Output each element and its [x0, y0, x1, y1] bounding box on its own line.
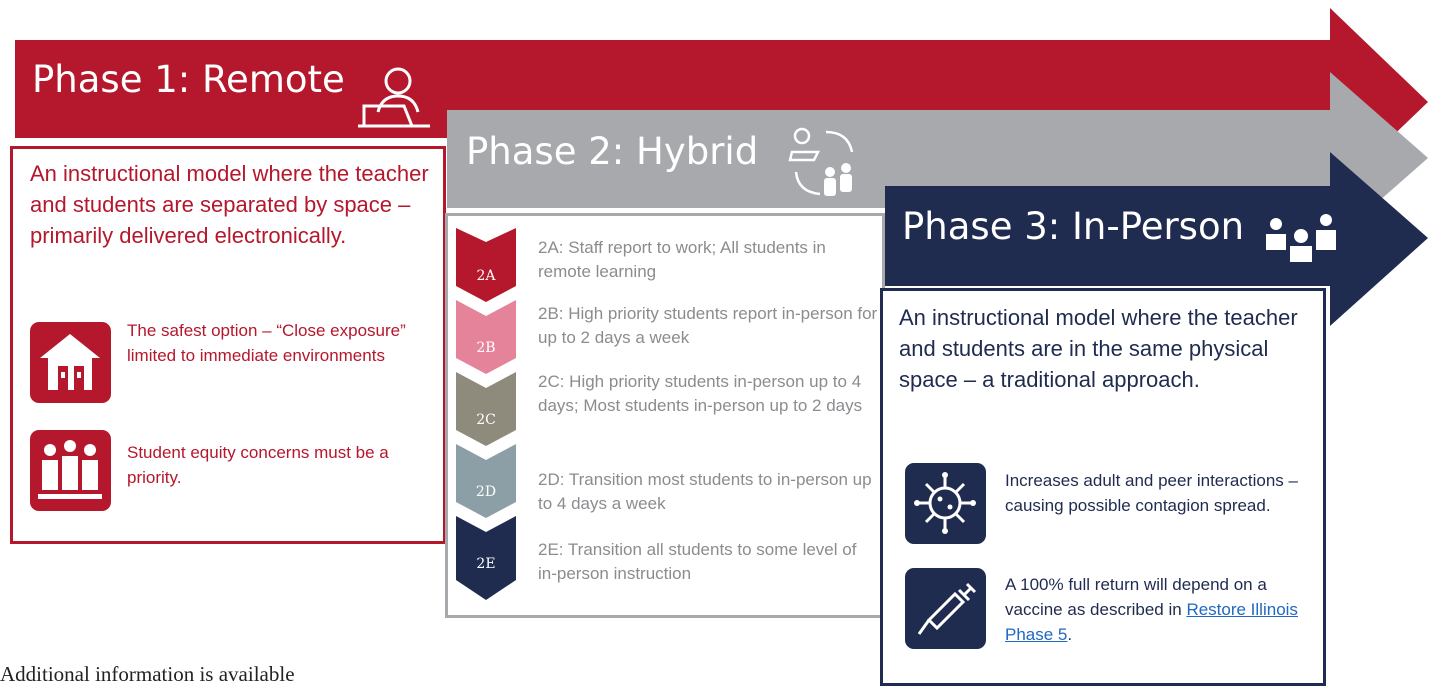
phase2-step-2c-text: 2C: High priority students in-person up …: [538, 372, 863, 415]
virus-icon: [905, 463, 986, 544]
phase2-step-2a-text: 2A: Staff report to work; All students i…: [538, 238, 826, 281]
phase1-box: [10, 146, 446, 544]
phase2-step-2b-text: 2B: High priority students report in-per…: [538, 304, 878, 347]
chevron-2d-label: 2D: [475, 484, 497, 500]
phase2-box: [445, 213, 885, 618]
phase1-item-2-text: Student equity concerns must be a priori…: [127, 443, 389, 487]
phase2-step-2e-text: 2E: Transition all students to some leve…: [538, 540, 857, 583]
phase3-description: An instructional model where the teacher…: [899, 305, 1298, 392]
phase2-title: Phase 2: Hybrid: [466, 130, 759, 173]
chevron-2d: [456, 444, 516, 518]
chevron-2e: [456, 516, 516, 600]
chevron-2b-label: 2B: [476, 340, 496, 356]
house-icon: [30, 322, 111, 403]
student-group-icon: [30, 430, 111, 511]
footer-text: Additional information is available: [0, 662, 295, 686]
syringe-icon: [905, 568, 986, 649]
chevron-2e-label: 2E: [476, 556, 496, 572]
phase3-item-2-text: A 100% full return will depend on a vacc…: [1005, 572, 1315, 647]
phase1-description: An instructional model where the teacher…: [30, 161, 429, 248]
phase3-arrow: [885, 152, 1428, 326]
chevron-2a-label: 2A: [476, 268, 496, 284]
chevron-2c-label: 2C: [476, 412, 496, 428]
phase2-step-2d-text: 2D: Transition most students to in-perso…: [538, 470, 872, 513]
phase3-item-2-text-before: A 100% full return will depend on a vacc…: [1005, 575, 1267, 619]
restore-illinois-link[interactable]: Restore Illinois Phase 5: [1005, 600, 1298, 644]
people-group-icon: [1266, 214, 1336, 262]
phase1-title: Phase 1: Remote: [32, 58, 345, 101]
hybrid-cycle-icon: [788, 127, 854, 196]
phase1-item-1-text: The safest option – “Close exposure” lim…: [127, 321, 406, 365]
phase2-chevron-stack: 2A 2B 2C 2D 2E: [456, 228, 516, 600]
chevron-2b: [456, 300, 516, 374]
chevron-2c: [456, 372, 516, 446]
chevron-2a: [456, 228, 516, 302]
phase3-item-1-text: Increases adult and peer interactions – …: [1005, 471, 1298, 515]
phase1-arrow: [15, 8, 1428, 196]
phase3-title: Phase 3: In-Person: [902, 205, 1245, 248]
person-at-laptop-icon: [358, 67, 430, 128]
phase3-item-2-text-after: .: [1067, 625, 1073, 644]
